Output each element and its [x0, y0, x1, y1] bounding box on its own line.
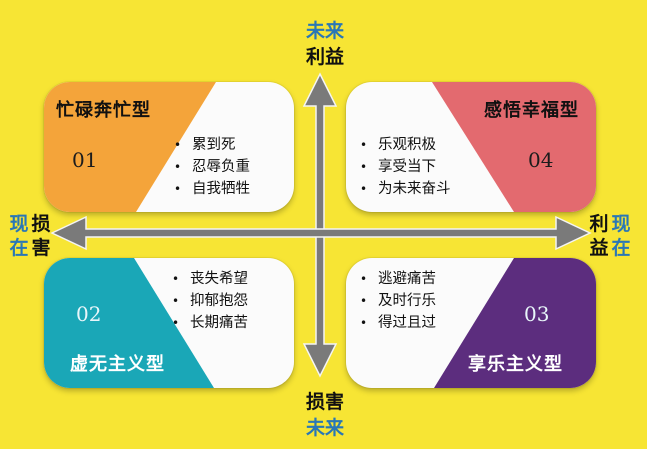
quadrant-title: 感悟幸福型 — [484, 100, 579, 121]
purple-wedge-icon — [434, 258, 596, 388]
quadrant-number: 02 — [76, 302, 102, 326]
axis-bottom-label-harm: 损害 — [305, 391, 344, 413]
axis-top-label-benefit: 利益 — [305, 46, 344, 68]
axis-bottom-label-future: 未来 — [305, 417, 344, 439]
quadrant-number: 03 — [524, 302, 550, 326]
quadrant-title: 虚无主义型 — [70, 354, 165, 375]
quadrant-card-happiness: 感悟幸福型 04 乐观积极 享受当下 为未来奋斗 — [346, 82, 596, 212]
quadrant-list: 累到死 忍辱负重 自我牺牲 — [174, 134, 250, 200]
list-item: 丧失希望 — [172, 268, 248, 290]
quadrant-number: 01 — [72, 148, 98, 172]
quadrant-card-busy: 忙碌奔忙型 01 累到死 忍辱负重 自我牺牲 — [44, 82, 294, 212]
list-item: 抑郁抱怨 — [172, 290, 248, 312]
quadrant-number: 04 — [528, 148, 554, 172]
quadrant-card-hedonism: 03 享乐主义型 逃避痛苦 及时行乐 得过且过 — [346, 258, 596, 388]
teal-wedge-icon — [44, 258, 214, 388]
axis-left-label-present: 现在 — [9, 213, 29, 259]
list-item: 逃避痛苦 — [360, 268, 436, 290]
list-item: 享受当下 — [360, 156, 451, 178]
quadrant-list: 逃避痛苦 及时行乐 得过且过 — [360, 268, 436, 334]
quadrant-card-nihilism: 02 虚无主义型 丧失希望 抑郁抱怨 长期痛苦 — [44, 258, 294, 388]
axis-right-label-benefit: 利益 — [589, 213, 609, 259]
axis-top-label-future: 未来 — [305, 20, 344, 42]
list-item: 得过且过 — [360, 312, 436, 334]
quadrant-title: 忙碌奔忙型 — [56, 100, 151, 121]
list-item: 自我牺牲 — [174, 178, 250, 200]
list-item: 乐观积极 — [360, 134, 451, 156]
list-item: 及时行乐 — [360, 290, 436, 312]
red-wedge-icon — [432, 82, 596, 212]
list-item: 忍辱负重 — [174, 156, 250, 178]
list-item: 长期痛苦 — [172, 312, 248, 334]
list-item: 为未来奋斗 — [360, 178, 451, 200]
quadrant-title: 享乐主义型 — [468, 354, 563, 375]
orange-wedge-icon — [44, 82, 216, 212]
quadrant-list: 乐观积极 享受当下 为未来奋斗 — [360, 134, 451, 200]
quadrant-list: 丧失希望 抑郁抱怨 长期痛苦 — [172, 268, 248, 334]
axis-right-label-present: 现在 — [611, 213, 631, 259]
axis-left-label-harm: 损害 — [31, 213, 51, 259]
list-item: 累到死 — [174, 134, 250, 156]
